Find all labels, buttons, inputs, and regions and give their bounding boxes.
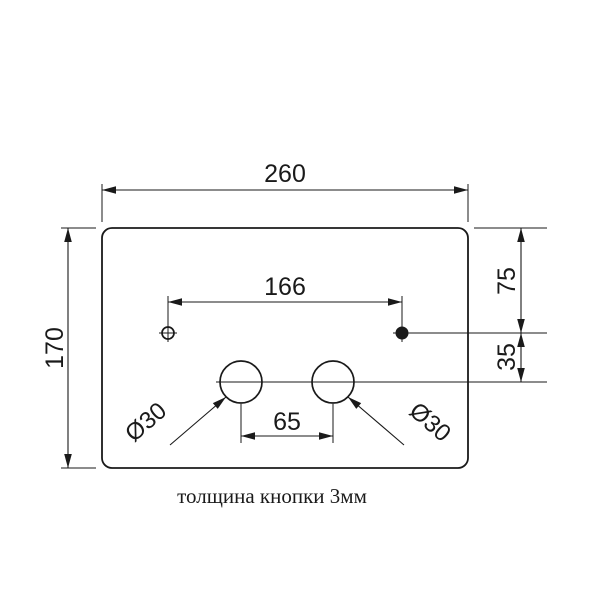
arrow-width-right [454,186,468,194]
dim-top-to-hole-label: 75 [493,267,521,295]
arrow-height-bottom [64,454,72,468]
arrow-leader-right [348,397,362,409]
arrow-35-bottom [517,368,525,382]
dim-plate-height-label: 170 [41,327,69,369]
features-group [159,324,547,404]
arrow-35-top [517,333,525,347]
left-button-hole [219,360,263,404]
thickness-note: толщина кнопки 3мм [177,484,367,508]
dim-hole-spacing-label: 166 [264,273,306,301]
dim-right-button-diameter-label: Ø30 [404,397,456,447]
arrow-buttons-right [319,432,333,440]
arrow-leader-left [212,397,226,409]
arrow-holes-left [168,298,182,306]
right-small-hole [395,326,409,340]
arrow-buttons-left [241,432,255,440]
dim-button-spacing-label: 65 [273,408,301,436]
arrow-holes-right [388,298,402,306]
arrow-height-top [64,228,72,242]
arrow-width-left [102,186,116,194]
arrow-75-top [517,228,525,242]
plate-group [101,227,469,469]
dim-hole-to-button-label: 35 [493,343,521,371]
dimension-texts-group: 260 170 166 65 75 35 Ø30 Ø30 [41,160,521,447]
plate-outline [101,227,469,469]
dim-plate-width-label: 260 [264,160,306,188]
arrow-75-bottom [517,319,525,333]
dim-left-button-diameter-label: Ø30 [120,397,172,447]
arrowheads-group [64,186,525,468]
right-button-hole [311,360,355,404]
